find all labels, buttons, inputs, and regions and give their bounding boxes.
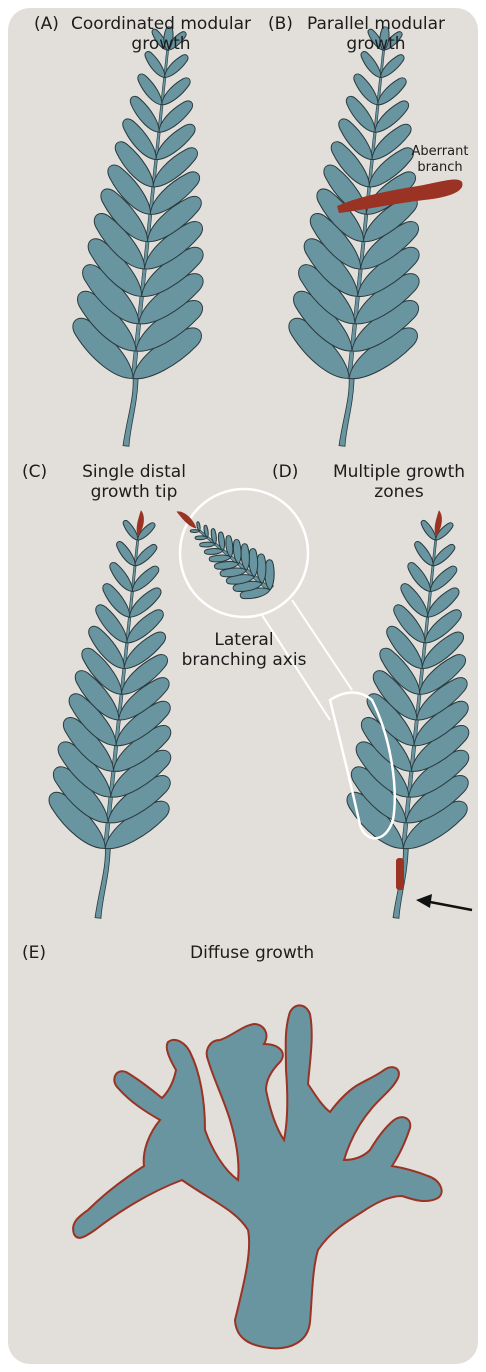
panel-c-letter: (C) [22, 462, 47, 482]
panel-d-letter: (D) [272, 462, 298, 482]
frond-parallel [271, 19, 456, 453]
panel-e-letter: (E) [22, 943, 46, 963]
aberrant-branch-label: Aberrant branch [404, 144, 476, 176]
diffuse-thallus [73, 1005, 442, 1348]
panel-b-title: Parallel modular growth [296, 14, 456, 54]
frond-coordinated [55, 19, 240, 453]
panel-d-title: Multiple growth zones [324, 462, 474, 502]
leaflet [204, 548, 223, 555]
stem [95, 848, 111, 919]
stem [339, 378, 355, 447]
basal-growth-zone [396, 858, 404, 890]
frond-single-tip [31, 503, 206, 925]
panel-a-letter: (A) [34, 14, 59, 34]
panel-b-title-line1: Parallel modular [296, 14, 456, 34]
arrow-icon [416, 894, 472, 910]
aberrant-branch-label-line2: branch [404, 160, 476, 176]
leaflet [200, 542, 216, 547]
panel-b-letter: (B) [268, 14, 293, 34]
frond-multiple-zones [329, 503, 486, 925]
panel-c-title-line2: growth tip [64, 482, 204, 502]
panel-d-title-line1: Multiple growth [324, 462, 474, 482]
stem [123, 378, 139, 447]
panel-c-title-line1: Single distal [64, 462, 204, 482]
panel-a-title-line1: Coordinated modular [64, 14, 258, 34]
inset-label: Lateral branching axis [176, 630, 312, 670]
inset-label-line1: Lateral [176, 630, 312, 650]
panel-d-title-line2: zones [324, 482, 474, 502]
panel-c-title: Single distal growth tip [64, 462, 204, 502]
panel-b-title-line2: growth [296, 34, 456, 54]
panel-a-title: Coordinated modular growth [64, 14, 258, 54]
panel-a-title-line2: growth [64, 34, 258, 54]
inset-label-line2: branching axis [176, 650, 312, 670]
aberrant-branch-label-line1: Aberrant [404, 144, 476, 160]
panel-e-title: Diffuse growth [190, 943, 314, 963]
